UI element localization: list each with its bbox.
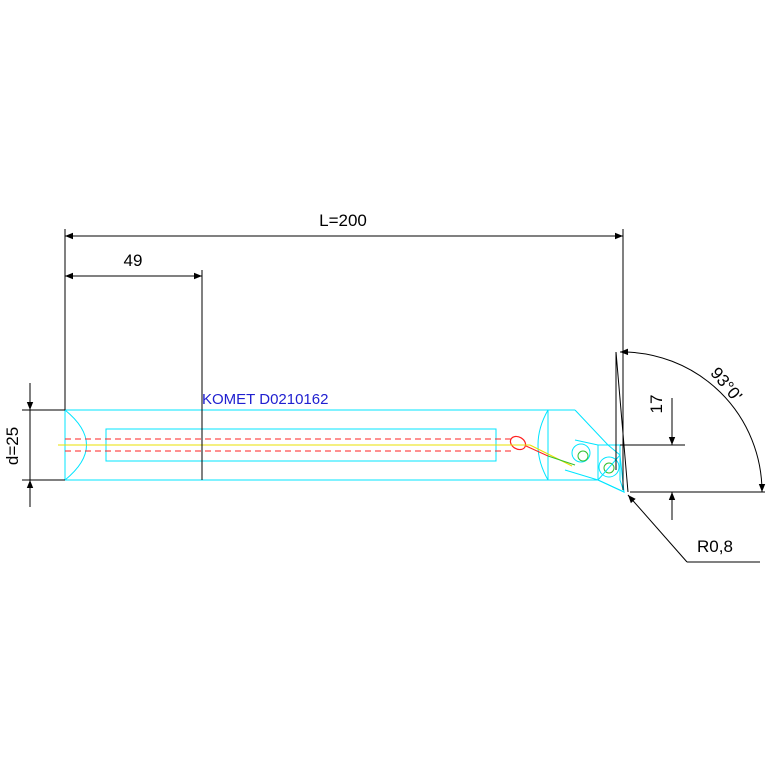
center-line	[58, 444, 573, 467]
coolant-channel	[65, 435, 549, 457]
diameter-label: d=25	[3, 427, 22, 465]
insert-screw	[547, 443, 620, 478]
partial-length-label: 49	[124, 251, 143, 270]
radius-label: R0,8	[697, 537, 733, 556]
angle-label: 93°0'	[707, 364, 746, 406]
part-number-label: KOMET D0210162	[202, 391, 328, 408]
length-label: L=200	[319, 211, 367, 230]
dimension-lines	[22, 229, 766, 563]
height-label: 17	[647, 395, 666, 414]
